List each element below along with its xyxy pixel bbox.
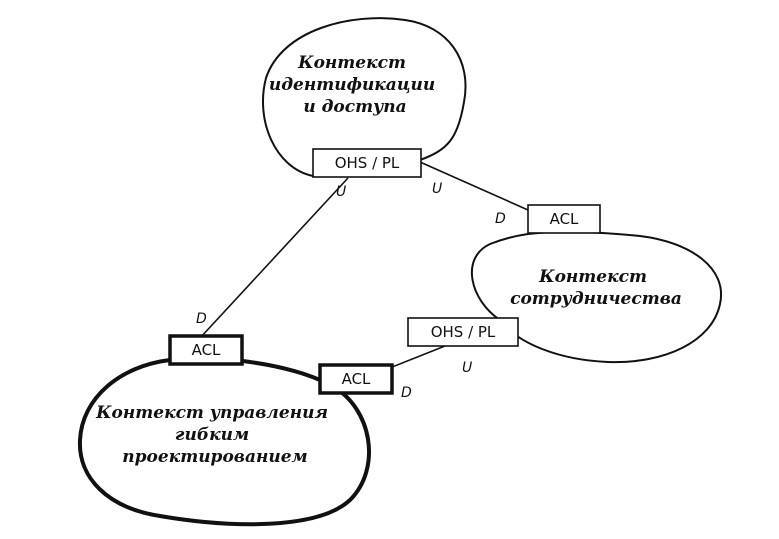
context-agile-line-3: проектированием: [122, 447, 307, 467]
relation-agile-downstream-top: D: [196, 311, 207, 327]
agile-acl-top-box: ACL: [168, 334, 244, 366]
identity-ohs-pl-label: OHS / PL: [335, 154, 400, 172]
relation-identity-collab-upstream: U: [432, 181, 442, 197]
collaboration-ohs-pl-box: OHS / PL: [407, 317, 519, 347]
collaboration-ohs-pl-label: OHS / PL: [431, 323, 496, 341]
context-identity-blob: [262, 17, 467, 178]
relation-agile-downstream-right: D: [401, 385, 412, 401]
context-identity-title: Контекст идентификации и доступа: [269, 53, 441, 117]
collaboration-acl-box: ACL: [527, 204, 601, 234]
identity-ohs-pl-box: OHS / PL: [312, 148, 422, 178]
relation-collab-agile-upstream: U: [462, 360, 472, 376]
context-identity-line-2: идентификации: [269, 75, 435, 95]
context-agile-blob: [77, 356, 371, 527]
context-agile-title: Контекст управления гибким проектировани…: [95, 403, 334, 467]
line-identity-agile: [199, 177, 349, 339]
context-collaboration-blob: [471, 230, 723, 364]
collaboration-acl-label: ACL: [550, 210, 579, 228]
context-collaboration-line-2: сотрудничества: [510, 289, 682, 309]
context-identity-line-1: Контекст: [297, 53, 406, 73]
agile-acl-top-label: ACL: [192, 341, 221, 359]
context-identity-line-3: и доступа: [303, 97, 406, 117]
agile-acl-right-label: ACL: [342, 370, 371, 388]
context-agile-line-1: Контекст управления: [95, 403, 328, 423]
relation-identity-agile-upstream: U: [336, 184, 346, 200]
context-collaboration-line-1: Контекст: [538, 267, 647, 287]
agile-acl-right-box: ACL: [318, 363, 394, 395]
relation-collab-downstream: D: [495, 211, 506, 227]
context-collaboration-title: Контекст сотрудничества: [510, 267, 682, 309]
line-identity-collaboration: [419, 161, 529, 211]
context-agile-line-2: гибким: [175, 425, 249, 445]
